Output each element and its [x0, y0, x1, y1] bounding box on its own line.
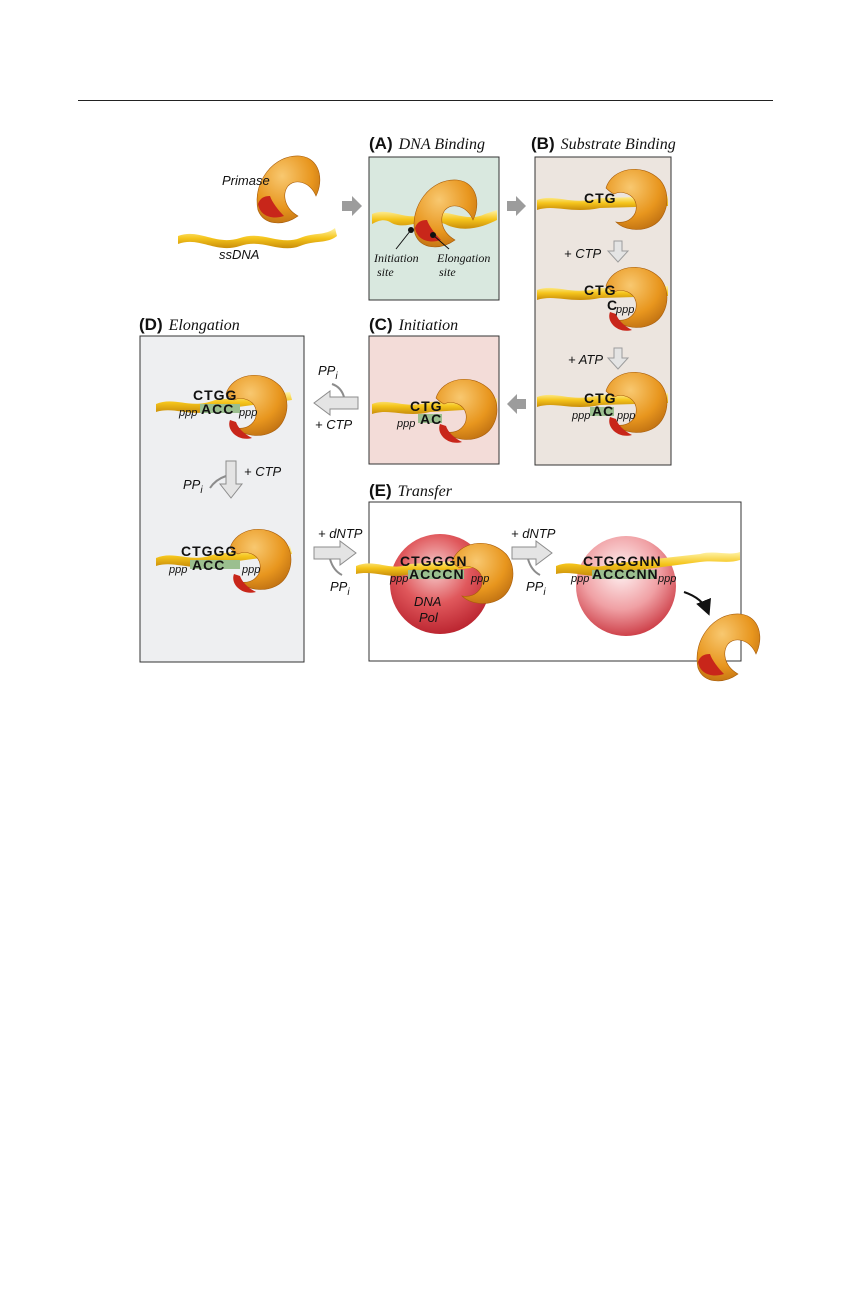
panel-e2-ppp-left: ppp: [570, 573, 589, 585]
dna-pol-label-2: Pol: [419, 610, 439, 625]
panel-e2-primer: [592, 570, 656, 579]
panel-d2-bottom-seq: ACC: [192, 557, 225, 573]
e-ppi-label: PPi: [526, 579, 546, 598]
panel-b3-ppp-left: ppp: [571, 410, 590, 422]
top-rule: [78, 100, 773, 101]
arrow-to-a: [342, 196, 362, 216]
c-to-d-ppi-label: PPi: [318, 363, 338, 382]
panel-e2-dna: [556, 552, 740, 576]
e-dntp-label: + dNTP: [511, 526, 556, 541]
arrow-c-to-d: [313, 390, 359, 416]
panel-d1-top-seq: CTGG: [193, 387, 237, 403]
primase-label: Primase: [222, 173, 270, 188]
primase-enzyme: [256, 155, 321, 224]
panel-e1-top-seq: CTGGGN: [400, 553, 467, 569]
ssdna-label: ssDNA: [219, 247, 259, 262]
panel-b2-primase: [605, 267, 668, 331]
elongation-site-label-2: site: [439, 265, 456, 279]
panel-e1-primase: [451, 543, 514, 604]
panel-b2-bottom-seq: C: [607, 297, 618, 313]
arrow-a-to-b: [507, 196, 526, 216]
panel-d2-primase: [229, 529, 292, 593]
elongation-site-pointer: [432, 234, 450, 250]
release-arrow: [683, 591, 711, 616]
panel-b1-primase: [605, 169, 668, 230]
panel-e1-bottom-seq: ACCCN: [409, 566, 465, 582]
elongation-site-label-1: Elongation: [436, 251, 490, 265]
panel-b3-bottom-seq: AC: [592, 403, 614, 419]
panel-e2-bottom-seq: ACCCNN: [592, 566, 659, 582]
arrow-ctp-down: [606, 240, 630, 263]
panel-d-box: [139, 335, 305, 663]
panel-d1-primer: [200, 404, 240, 413]
dna-polymerase-2: [576, 536, 676, 636]
arrow-d-to-e-ppi-branch: [329, 558, 343, 576]
panel-b-ctp-label: + CTP: [564, 246, 602, 261]
panel-c-bottom-seq: AC: [420, 411, 442, 427]
panel-d1-primase: [225, 375, 288, 439]
arrow-d-to-e: [313, 540, 357, 566]
ssdna-strand: [178, 228, 337, 249]
panel-e1-dna: [356, 560, 472, 576]
panel-d2-ppp-right: ppp: [241, 564, 260, 576]
arrow-d-down: [218, 460, 244, 499]
panel-d2-top-seq: CTGGG: [181, 543, 237, 559]
panel-b-header: (B)Substrate Binding: [531, 134, 676, 153]
panel-b3-ppp-right: ppp: [616, 410, 635, 422]
panel-d-header: (D)Elongation: [139, 315, 240, 334]
initiation-site-pointer: [395, 229, 412, 250]
panel-c-ppp: ppp: [396, 418, 415, 430]
panel-b2-ppp: ppp: [615, 304, 634, 316]
arrow-e-mid-ppi-branch: [527, 558, 541, 576]
panel-e1-ppp-left: ppp: [389, 573, 408, 585]
panel-e2-top-seq: CTGGGNN: [583, 553, 662, 569]
panel-d2-ppp-left: ppp: [168, 564, 187, 576]
panel-b-atp-label: + ATP: [568, 352, 603, 367]
panel-c-header: (C)Initiation: [369, 315, 458, 334]
d-to-e-ppi-label: PPi: [330, 579, 350, 598]
panel-c-primer: [418, 414, 442, 423]
panel-d1-ppp-left: ppp: [178, 407, 197, 419]
panel-e1-ppp-right: ppp: [470, 573, 489, 585]
initiation-site-label-1: Initiation: [373, 251, 419, 265]
panel-b1-top-seq: CTG: [584, 190, 617, 206]
panel-b3-primase: [605, 372, 668, 436]
initiation-site-label-2: site: [377, 265, 394, 279]
panel-d1-ppp-right: ppp: [238, 407, 257, 419]
panel-e-header: (E)Transfer: [369, 481, 453, 500]
arrow-d-down-ppi-branch: [209, 475, 227, 489]
d-ctp-label: + CTP: [244, 464, 282, 479]
panel-e1-primer: [408, 570, 464, 579]
panel-d1-bottom-seq: ACC: [201, 401, 234, 417]
dna-pol-label-1: DNA: [414, 594, 441, 609]
d-to-e-dntp-label: + dNTP: [318, 526, 363, 541]
arrow-e-mid: [511, 540, 553, 566]
panel-d2-primer: [190, 560, 240, 569]
panel-a-header: (A)DNA Binding: [369, 134, 485, 153]
panel-e2-ppp-right: ppp: [657, 573, 676, 585]
released-primase: [696, 613, 761, 682]
c-to-d-ctp-label: + CTP: [315, 417, 353, 432]
arrow-b-to-c: [507, 394, 526, 414]
panel-c-top-seq: CTG: [410, 398, 443, 414]
arrow-c-to-d-ppi-branch: [331, 383, 345, 398]
panel-c-primase: [435, 379, 498, 443]
d-ppi-label: PPi: [183, 477, 203, 496]
panel-b3-primer: [590, 407, 614, 416]
arrow-atp-down: [606, 347, 630, 370]
panel-b3-top-seq: CTG: [584, 390, 617, 406]
panel-b2-top-seq: CTG: [584, 282, 617, 298]
